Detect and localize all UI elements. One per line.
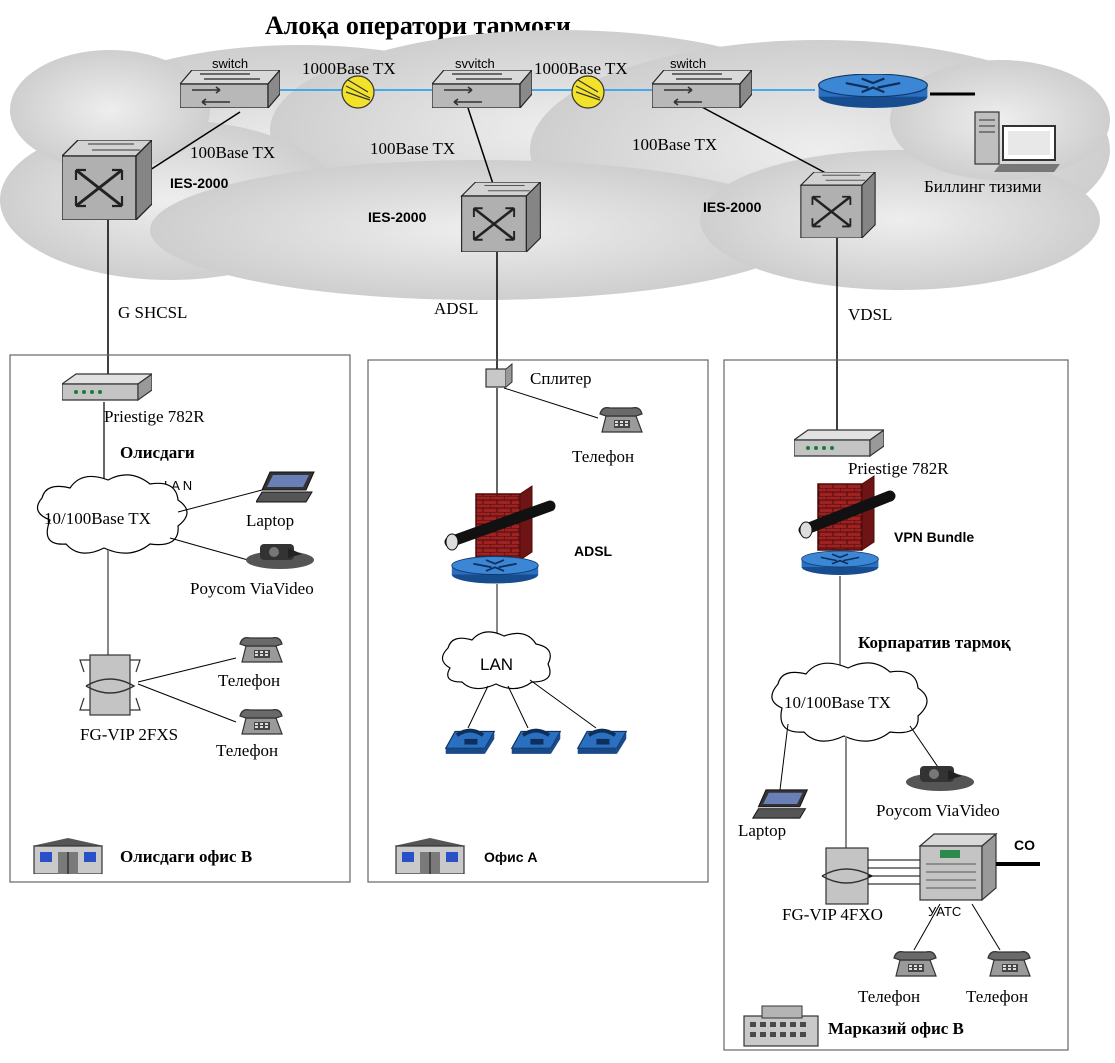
link-marker-icon-1	[341, 75, 375, 109]
ies-label-mid: IES-2000	[368, 209, 427, 225]
left-office-frame	[9, 354, 351, 883]
ies-icon-mid	[460, 182, 542, 252]
office-name-mid: Офис A	[484, 849, 538, 865]
phone-icon-left-1	[239, 636, 283, 663]
mid-office-frame	[367, 359, 709, 883]
office-tower-icon	[743, 1005, 819, 1047]
switch-icon-2	[432, 70, 532, 108]
office-name-left: Олисдаги офис B	[120, 847, 252, 866]
vpn-label: VPN Bundle	[894, 529, 974, 545]
firewall-icon-mid	[444, 485, 556, 561]
phone-label-left-2: Телефон	[216, 741, 278, 760]
phone-icon-left-2	[239, 708, 283, 735]
billing-computer-icon	[974, 111, 1060, 172]
lan-cloud-right-label: 10/100Base TX	[784, 693, 891, 712]
lan-cloud-right	[771, 662, 928, 742]
phone-label-right-1: Телефон	[858, 987, 920, 1006]
access-label-left: G SHCSL	[118, 303, 187, 322]
access-label-right: VDSL	[848, 305, 892, 324]
link-label-100-mid: 100Base TX	[370, 139, 455, 158]
phone-icon-right-1	[893, 950, 937, 977]
link-marker-icon-2	[571, 75, 605, 109]
ip-phone-icon-1	[443, 728, 497, 754]
pbx-icon	[918, 832, 998, 902]
ies-icon-left	[62, 140, 152, 220]
phone-label-mid: Телефон	[572, 447, 634, 466]
switch-label-3: switch	[670, 56, 706, 71]
switch-icon-1	[180, 70, 280, 108]
building-icon-mid	[393, 838, 467, 874]
phone-icon-right-2	[987, 950, 1031, 977]
switch-label-2: svvitch	[455, 56, 495, 71]
left-group-label: Олисдаги	[120, 443, 195, 462]
laptop-label-left: Laptop	[246, 511, 294, 530]
building-icon-left	[31, 838, 105, 874]
phone-icon-mid	[599, 407, 643, 433]
modem-icon-right	[794, 429, 884, 457]
lan-cloud-mid-label: LAN	[480, 655, 513, 674]
link-label-1000-a: 1000Base TX	[302, 59, 396, 78]
splitter-icon	[485, 362, 513, 388]
phone-label-right-2: Телефон	[966, 987, 1028, 1006]
ip-phone-icon-2	[509, 728, 563, 754]
switch-label-1: switch	[212, 56, 248, 71]
backbone-links	[107, 89, 838, 430]
link-label-1000-b: 1000Base TX	[534, 59, 628, 78]
link-label-100-left: 100Base TX	[190, 143, 275, 162]
router-icon-right	[800, 550, 880, 576]
modem-label-left: Priestige 782R	[104, 407, 205, 426]
ies-icon-right	[799, 172, 877, 238]
video-label-left: Poycom ViaVideo	[190, 579, 314, 598]
right-group-label: Корпаратив тармоқ	[858, 633, 1011, 652]
switch-icon-3	[652, 70, 752, 108]
splitter-label: Сплитер	[530, 369, 592, 388]
gateway-label-left: FG-VIP 2FXS	[80, 725, 178, 744]
laptop-label-right: Laptop	[738, 821, 786, 840]
gateway-icon-left	[79, 654, 141, 716]
firewall-icon-right	[798, 475, 896, 551]
right-office-frame	[723, 359, 1069, 1051]
router-label-mid: ADSL	[574, 543, 613, 559]
modem-icon-left	[62, 373, 152, 401]
co-label: CO	[1014, 837, 1035, 853]
lan-cloud-mid	[441, 631, 551, 690]
videocam-icon-left	[246, 544, 314, 569]
modem-label-right: Priestige 782R	[848, 459, 949, 478]
ip-phone-icon-3	[575, 728, 629, 754]
ies-label-left: IES-2000	[170, 175, 229, 191]
video-label-right: Poycom ViaVideo	[876, 801, 1000, 820]
link-label-100-right: 100Base TX	[632, 135, 717, 154]
phone-label-left-1: Телефон	[218, 671, 280, 690]
ies-label-right: IES-2000	[703, 199, 762, 215]
access-label-mid: ADSL	[434, 299, 478, 318]
core-router-icon	[817, 74, 929, 108]
laptop-icon-right	[752, 789, 808, 819]
videocam-icon-right	[906, 766, 974, 791]
lan-cloud-left	[36, 474, 188, 554]
billing-label: Биллинг тизими	[924, 177, 1041, 196]
router-icon-mid	[450, 556, 540, 584]
office-name-right: Марказий офис B	[828, 1019, 964, 1038]
pbx-label: УATC	[928, 904, 961, 919]
gateway-icon-right	[821, 847, 874, 905]
lan-cloud-left-label: 10/100Base TX	[44, 509, 151, 528]
gateway-label-right: FG-VIP 4FXO	[782, 905, 883, 924]
laptop-icon-left	[256, 471, 315, 503]
